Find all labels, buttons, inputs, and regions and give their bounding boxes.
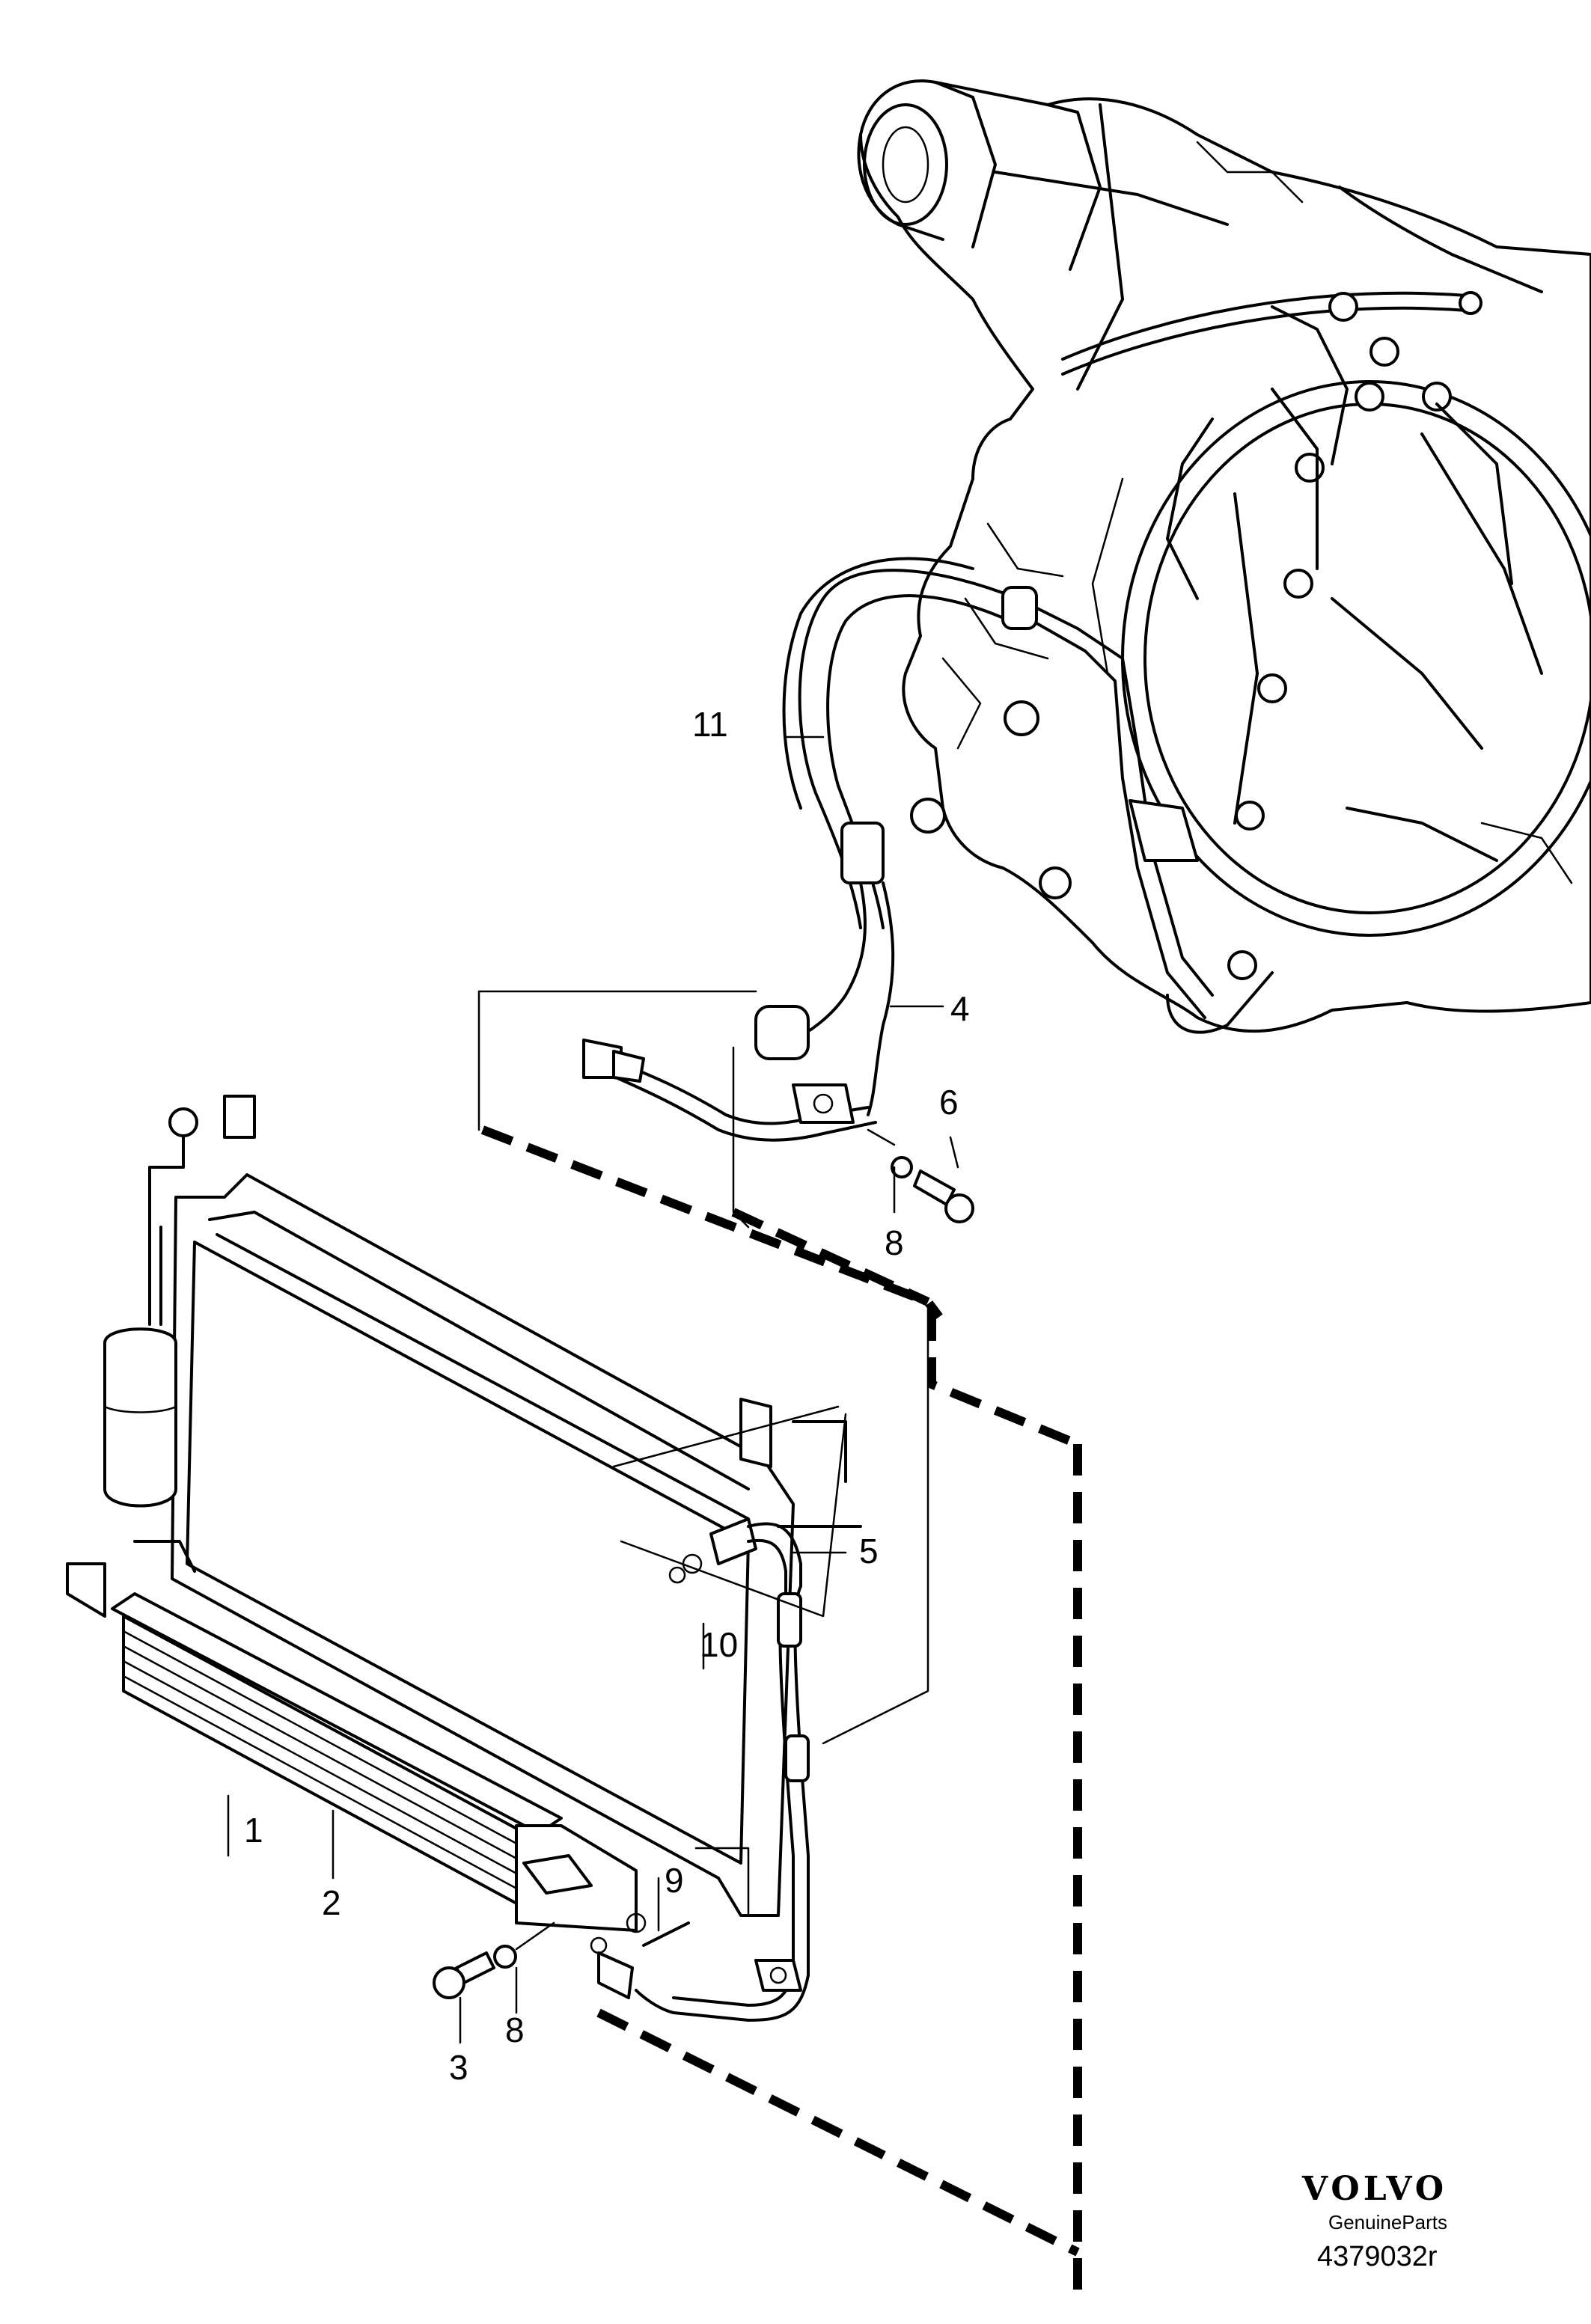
callout-3: 3 xyxy=(449,2048,468,2087)
volvo-logo: VOLVO xyxy=(1302,2170,1448,2208)
seal-ring-9 xyxy=(590,1912,647,1954)
callout-4: 4 xyxy=(950,989,970,1028)
bolt-6 xyxy=(913,1169,974,1223)
housing-bolts xyxy=(910,292,1452,980)
callout-6: 6 xyxy=(939,1083,959,1122)
callout-9: 9 xyxy=(665,1861,684,1900)
pipe-5 xyxy=(597,1517,810,2022)
transmission-housing xyxy=(857,79,1591,1033)
callout-2: 2 xyxy=(322,1883,341,1922)
callout-8-upper: 8 xyxy=(885,1223,904,1262)
callout-1: 1 xyxy=(244,1811,263,1850)
genuine-parts-label: GenuineParts xyxy=(1328,2211,1447,2233)
radiator-condenser xyxy=(103,1095,862,1917)
washer-8-lower xyxy=(493,1945,517,1969)
assembly-frame xyxy=(480,1125,1082,2305)
oil-cooler-2 xyxy=(66,1562,638,1932)
diagram-number: 4379032r xyxy=(1317,2241,1438,2272)
leader-6 xyxy=(949,1136,959,1169)
callout-5: 5 xyxy=(859,1532,879,1571)
washer-8-upper xyxy=(891,1156,913,1178)
callout-10: 10 xyxy=(700,1625,739,1664)
cooler-pipe-assembly xyxy=(782,557,1274,1116)
pipe-4 xyxy=(582,1005,877,1142)
bolt-3 xyxy=(433,1951,495,1999)
callout-11: 11 xyxy=(692,705,728,744)
callout-8-lower: 8 xyxy=(505,2010,525,2049)
